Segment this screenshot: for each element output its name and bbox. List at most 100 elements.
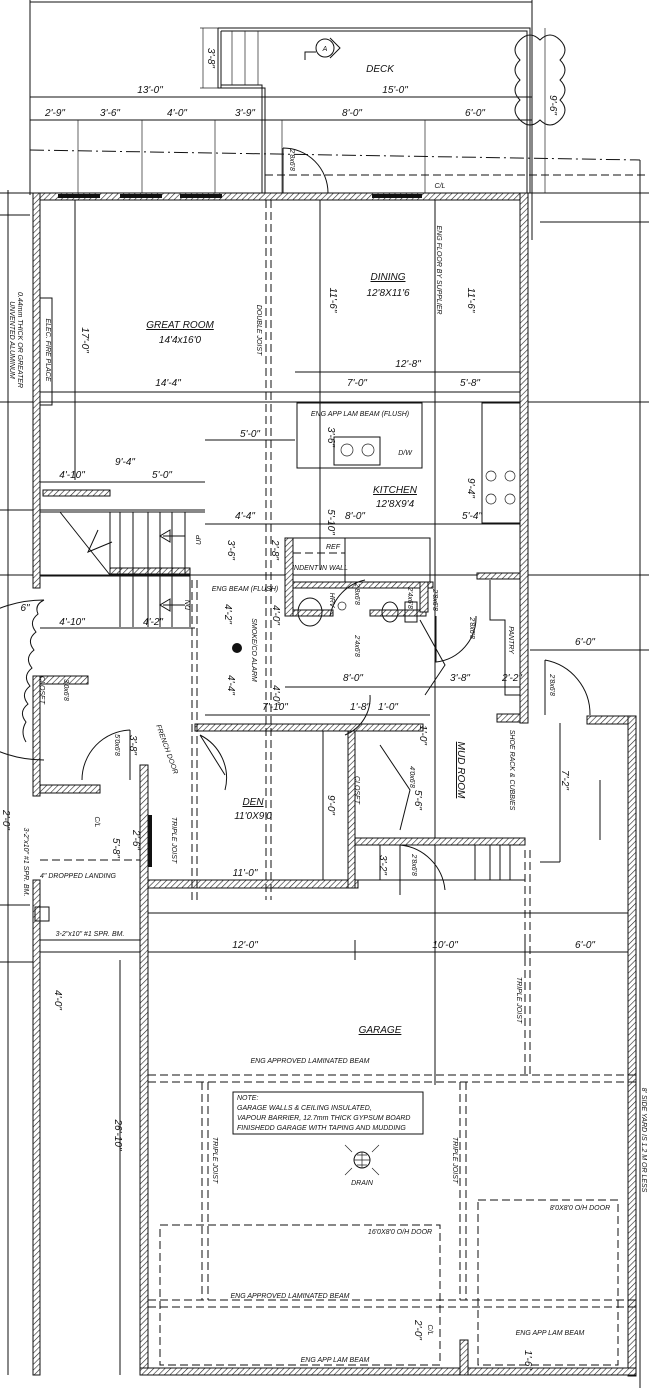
dimension-label: 6'-0" [575, 637, 595, 648]
dimension-label: 2'4x6'8 [406, 586, 413, 609]
dimension-label: 17'-0" [79, 327, 90, 353]
dimension-label: 4'-2" [143, 617, 163, 628]
dimension-label: 2'8x6'8 [410, 853, 417, 876]
dimension-label: 1'-0" [417, 725, 428, 745]
dimension-label: 3'-6" [325, 427, 336, 447]
dimension-label: 2'8x6'8 [353, 582, 360, 605]
walls [32, 192, 637, 1377]
dimension-label: 2'8x6'8 [431, 588, 438, 611]
dining-size: 12'8X11'6 [366, 288, 410, 299]
dimension-label: 4'-0" [270, 685, 281, 705]
dimension-label: 1'-8" [350, 702, 370, 713]
dimension-label: HRV [328, 593, 335, 609]
dimension-label: 8'0X8'0 O/H DOOR [550, 1205, 610, 1212]
dimension-label: 8'-0" [345, 511, 365, 522]
dimension-label: 12'-8" [395, 359, 421, 370]
dimension-label: 5'-8" [110, 838, 121, 858]
dimension-label: ENG FLOOR BY SUPPLIER [435, 226, 442, 315]
dimension-label: REF [326, 544, 341, 551]
den-size: 11'0X9'0 [234, 811, 272, 822]
dimension-label: ENG APPROVED LAMINATED BEAM [230, 1293, 349, 1300]
dimension-label: 6'-0" [465, 108, 485, 119]
dimension-label: 2'8x6'8 [468, 616, 475, 639]
dimension-label: 5'-4" [462, 511, 482, 522]
dimension-label: TRIPLE JOIST [211, 1137, 218, 1184]
dimension-label: 2'-0" [412, 1319, 423, 1340]
note-box [232, 1091, 424, 1135]
mud-room-label: MUD ROOM [455, 742, 466, 799]
dimension-label: 4'-0" [270, 605, 281, 625]
dimension-label: C/L [93, 817, 100, 828]
note-line: VAPOUR BARRIER, 12.7mm THICK GYPSUM BOAR… [237, 1115, 410, 1122]
dimension-label: 11'-0" [233, 868, 258, 879]
dimension-label: 3'-6" [100, 108, 120, 119]
note-line: GARAGE WALLS & CEILING INSULATED, [237, 1105, 372, 1112]
dimension-label: 3'-8" [127, 735, 138, 755]
dimension-label: 8'-0" [343, 673, 363, 684]
deck-label: DECK [366, 64, 395, 75]
dimension-label: 3'-8" [205, 48, 216, 68]
dimension-label: 3'-9" [235, 108, 255, 119]
dimension-label: UP [196, 535, 203, 545]
dimension-label: ENG APPROVED LAMINATED BEAM [250, 1058, 369, 1065]
note-title: NOTE: [237, 1095, 258, 1102]
dimension-label: 0.44mm THICK OR GREATER [16, 292, 23, 388]
dimension-label: 7'-10" [262, 702, 288, 713]
dimension-label: 5'-0" [240, 429, 260, 440]
dimension-label: 1'-6" [522, 1350, 533, 1370]
dimension-label: 4'-4" [235, 511, 255, 522]
dimension-label: 5'0x6'8 [113, 734, 120, 756]
room-labels: DECK GREAT ROOM 14'4x16'0 DINING 12'8X11… [38, 64, 514, 1036]
dining-label: DINING [371, 272, 406, 283]
dimension-label: 2'8x6'8 [548, 673, 555, 696]
dimension-label: C/L [426, 1325, 433, 1336]
dimension-label: 9'-6" [547, 95, 558, 115]
dimension-label: DRAIN [351, 1180, 374, 1187]
dimension-label: DN [185, 599, 192, 610]
dimension-label: 6" [20, 603, 30, 614]
dimension-label: FRENCH DOOR [154, 724, 178, 775]
kitchen-label: KITCHEN [373, 485, 418, 496]
dimension-label: 2'-9" [44, 108, 65, 119]
closet-label: CLOSET [38, 676, 45, 705]
doors [0, 147, 591, 1176]
section-marker-icon: A [304, 37, 341, 60]
dimension-label: 2'-6" [130, 829, 141, 850]
dimension-label: 3'-2" [377, 855, 388, 875]
dimension-label: SMOKE/CO ALARM [250, 618, 257, 682]
dimension-label: 11'-6" [465, 288, 476, 313]
garage-note: NOTE: GARAGE WALLS & CEILING INSULATED, … [237, 1095, 410, 1132]
dimension-label: 8' SIDE YARD IS 1.2 M OR LESS [640, 1088, 647, 1193]
dimension-label: 2'-0" [0, 809, 11, 830]
dimension-label: C/L [435, 183, 446, 190]
pantry-label: PANTRY [507, 626, 514, 655]
dimension-label: 15'-0" [382, 85, 408, 96]
dimension-label: ENG APP LAM BEAM (FLUSH) [311, 411, 409, 418]
dimension-label: 9'-4" [465, 478, 476, 498]
dimension-label: ENG BEAM (FLUSH) [212, 586, 279, 593]
dimension-label: 5'-6" [412, 790, 423, 810]
dimension-label: 2'-8" [269, 539, 280, 560]
fireplace [39, 297, 53, 406]
note-line: FINISHEDD GARAGE WITH TAPING AND MUDDING [237, 1125, 406, 1132]
section-marker-label: A [322, 46, 328, 53]
dimension-label: 5'-10" [325, 509, 336, 535]
dimension-label: 14'-4" [155, 378, 181, 389]
dimension-label: TRIPLE JOIST [515, 977, 522, 1024]
dimension-label: 9'-0" [325, 795, 336, 815]
dimension-label: 3'-6" [225, 540, 236, 560]
smoke-alarm-icon [232, 643, 242, 653]
dimension-label: 3'0x6'8 [62, 679, 69, 701]
windows [58, 194, 422, 867]
dimension-label: 3-2"x10" #1 SPR. BM. [22, 828, 29, 897]
great-room-size: 14'4x16'0 [159, 335, 202, 346]
dimension-label: DOUBLE JOIST [255, 305, 262, 356]
dimension-label: 4'-10" [59, 617, 85, 628]
dimension-label: INDENT IN WALL [292, 565, 348, 572]
dimension-labels: 13'-0"15'-0"2'-9"3'-6"4'-0"3'-9"8'-0"6'-… [0, 48, 647, 1370]
dimension-label: 9'-4" [115, 457, 135, 468]
dimension-label: SHOE RACK & CUBBIES [508, 730, 515, 811]
dimension-label: TRIPLE JOIST [451, 1137, 458, 1184]
